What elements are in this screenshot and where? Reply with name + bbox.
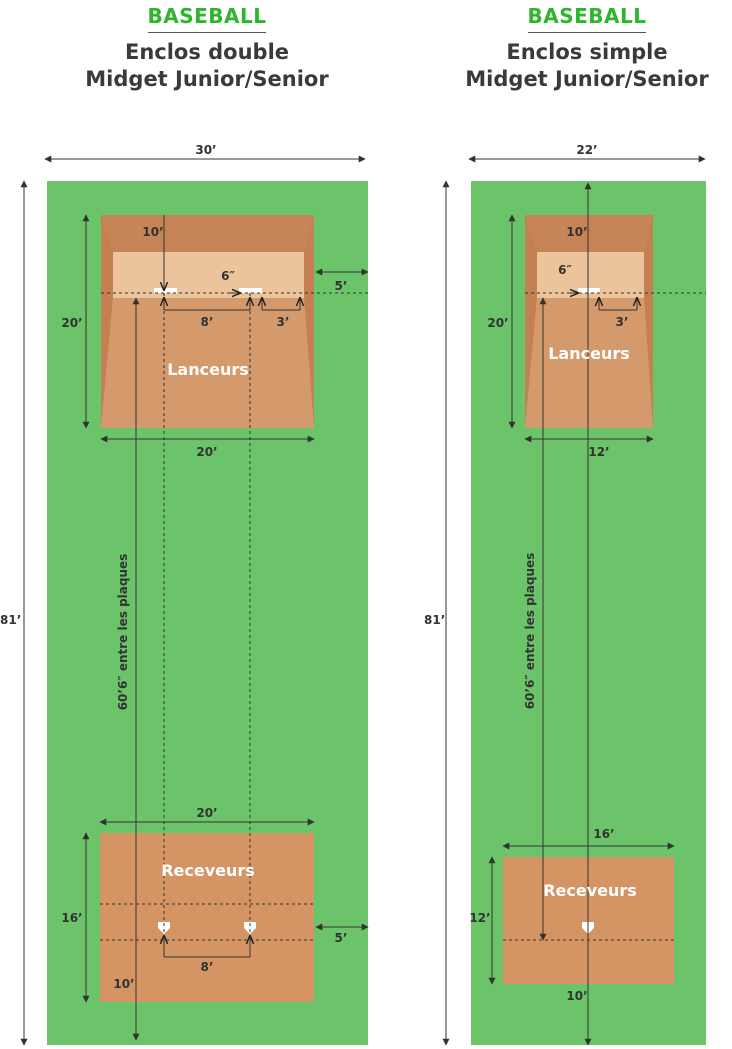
right-pitch-depth-label: 10’ [566, 225, 587, 239]
left-rubber-edge-label: 3’ [277, 315, 290, 329]
left-pitch-length-label: 20’ [61, 316, 82, 330]
left-pitch-depth-label: 10’ [142, 225, 163, 239]
left-title-divider [148, 32, 266, 33]
left-rubber-offset-label: 6″ [221, 269, 235, 283]
right-subtitle-line2: Midget Junior/Senior [465, 67, 709, 91]
left-home-plate-2 [244, 922, 256, 934]
left-clearance-bottom-label: 5’ [335, 931, 348, 945]
left-bullpen: 30’ 81’ 10’ 6″ 5’ 20’ 8’ 3’ Lanceurs 20’… [0, 143, 369, 1046]
left-distance-label: 60’6″ entre les plaques [116, 554, 130, 711]
right-catch-width-label: 16’ [593, 827, 614, 841]
right-sport-label: BASEBALL [527, 4, 647, 28]
left-mound-right-slope [304, 215, 314, 428]
right-rubber [578, 288, 600, 293]
right-pitch-length-label: 20’ [487, 316, 508, 330]
right-mound-left-slope [525, 215, 537, 428]
left-clearance-top-label: 5’ [335, 279, 348, 293]
right-distance-label: 60’6″ entre les plaques [523, 553, 537, 710]
left-plate-spacing-label: 8’ [201, 960, 214, 974]
right-pitchers-label: Lanceurs [548, 344, 630, 363]
right-title-block: BASEBALL Enclos simple Midget Junior/Sen… [447, 4, 727, 93]
left-title-block: BASEBALL Enclos double Midget Junior/Sen… [67, 4, 347, 93]
left-width-total-label: 30’ [195, 143, 216, 157]
right-length-total-label: 81’ [424, 613, 445, 627]
left-length-total-label: 81’ [0, 613, 21, 627]
left-mound-flat [113, 252, 304, 298]
left-rubber-2 [239, 288, 262, 293]
left-mound-back-slope [101, 215, 314, 252]
right-title-divider [528, 32, 646, 33]
left-subtitle-line2: Midget Junior/Senior [85, 67, 329, 91]
left-dimension-lines [20, 155, 369, 1046]
left-pitch-width-label: 20’ [196, 445, 217, 459]
right-subtitle-line1: Enclos simple [506, 40, 668, 64]
left-pitchers-area [101, 215, 314, 428]
left-pitchers-label: Lanceurs [167, 360, 249, 379]
left-subtitle-line1: Enclos double [124, 40, 290, 64]
right-pitchers-area [525, 215, 653, 428]
left-home-plate-1 [158, 922, 170, 934]
right-plate-back-label: 10’ [566, 989, 587, 1003]
right-bullpen: 22’ 81’ 10’ 6″ 20’ 3’ Lanceurs 12’ 60’6″… [424, 143, 706, 1046]
right-mound-back-slope [525, 215, 653, 252]
left-catch-width-label: 20’ [196, 806, 217, 820]
left-rubber-1 [154, 288, 177, 293]
right-width-total-label: 22’ [576, 143, 597, 157]
right-rubber-edge-label: 3’ [616, 315, 629, 329]
left-catchers-label: Receveurs [161, 861, 255, 880]
left-rubber-spacing-label: 8’ [201, 315, 214, 329]
right-mound-right-slope [644, 215, 653, 428]
left-mound-front-slope [101, 298, 314, 428]
right-dimension-lines [442, 155, 706, 1046]
right-mound-front-slope [525, 298, 653, 428]
left-mound-left-slope [101, 215, 113, 428]
left-catch-length-label: 16’ [61, 911, 82, 925]
left-plate-back-label: 10’ [113, 977, 134, 991]
right-catchers-label: Receveurs [543, 881, 637, 900]
right-catch-length-label: 12’ [469, 911, 490, 925]
right-rubber-offset-label: 6″ [558, 263, 572, 277]
left-sport-label: BASEBALL [147, 4, 267, 28]
right-pitch-width-label: 12’ [588, 445, 609, 459]
